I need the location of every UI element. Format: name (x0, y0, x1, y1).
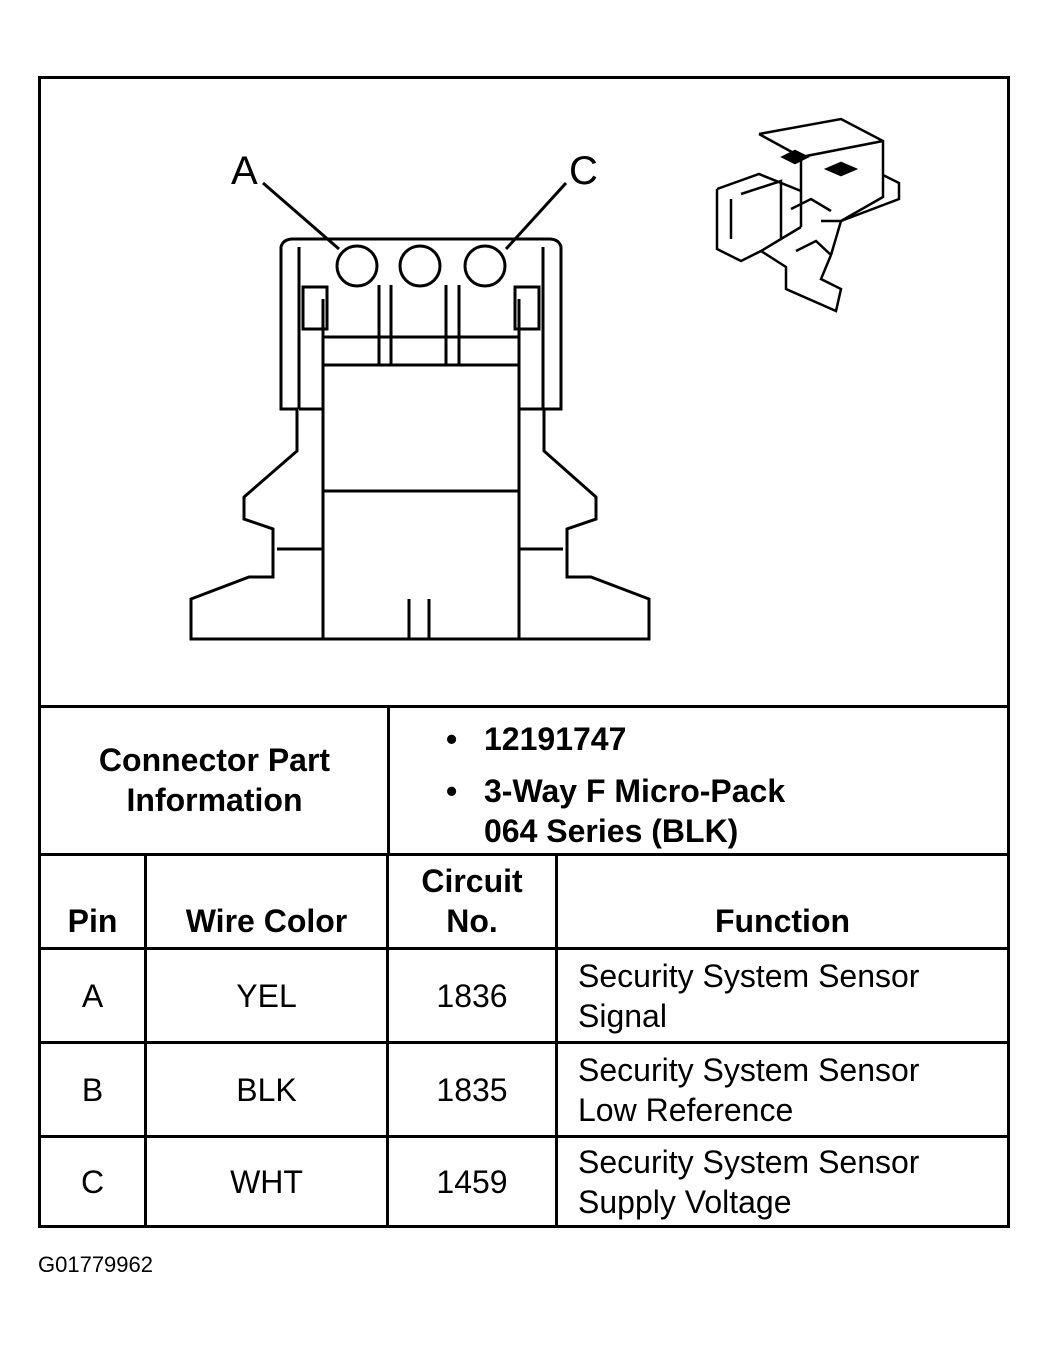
divider-header (41, 947, 1007, 950)
row-a-function-line2: Signal (578, 997, 667, 1034)
col-divider-wire (386, 855, 389, 1225)
row-a-function: Security System Sensor Signal (558, 950, 1007, 1041)
col-divider-pin (144, 855, 147, 1225)
bullet-icon: • (446, 721, 458, 757)
row-b-function: Security System Sensor Low Reference (558, 1044, 1007, 1135)
row-b-function-line1: Security System Sensor (578, 1051, 920, 1088)
row-a-pin: A (81, 977, 104, 1014)
row-b-pin: B (81, 1071, 104, 1108)
header-circuit-line2: No. (446, 903, 498, 939)
pin-a-cavity (335, 244, 379, 288)
pin-c-cavity (463, 244, 507, 288)
list-item: • 3-Way F Micro-Pack 064 Series (BLK) (446, 771, 1006, 851)
divider-row-b (41, 1135, 1007, 1138)
header-wire-color: Wire Color (185, 903, 348, 939)
list-item: • 12191747 (446, 719, 1006, 759)
connector-part-info-title: Connector Part Information (41, 707, 388, 853)
row-c-circuit: 1459 (436, 1163, 508, 1200)
header-function: Function (714, 903, 851, 939)
info-title-line1: Connector Part (98, 742, 331, 778)
pin-a-label: A (231, 149, 258, 193)
header-circuit-line1: Circuit (421, 863, 523, 899)
row-b-circuit: 1835 (436, 1071, 508, 1108)
info-title-line2: Information (126, 782, 303, 818)
figure-code: G01779962 (38, 1252, 153, 1277)
row-a-circuit: 1836 (436, 977, 508, 1014)
row-a-wire-color: YEL (236, 977, 297, 1014)
bullet-icon: • (446, 773, 458, 809)
connector-series: 064 Series (BLK) (484, 813, 739, 849)
connector-part-info-list: • 12191747 • 3-Way F Micro-Pack 064 Seri… (446, 719, 1006, 863)
divider-row-a (41, 1041, 1007, 1044)
connector-face-drawing (189, 117, 901, 641)
connector-diagram: A C (41, 79, 1007, 705)
row-c-function: Security System Sensor Supply Voltage (558, 1138, 1007, 1225)
housing-body (189, 307, 651, 641)
row-b-wire-color: BLK (236, 1071, 297, 1108)
row-a-function-line1: Security System Sensor (578, 957, 920, 994)
row-c-function-line1: Security System Sensor (578, 1143, 920, 1180)
connector-sheet-frame: A C Connector Part Information • 1219174… (38, 76, 1010, 1228)
connector-isometric-view (715, 117, 901, 313)
connector-type: 3-Way F Micro-Pack (484, 773, 786, 809)
part-number: 12191747 (484, 721, 627, 757)
housing-top (279, 237, 563, 307)
row-c-pin: C (80, 1163, 105, 1200)
header-pin: Pin (67, 903, 118, 939)
col-divider-circuit (555, 855, 558, 1225)
pin-c-label: C (569, 149, 598, 193)
row-b-function-line2: Low Reference (578, 1091, 794, 1128)
pin-b-cavity (398, 244, 442, 288)
header-circuit-no: Circuit No. (389, 855, 555, 947)
divider-diagram (41, 705, 1007, 708)
info-col-divider (387, 707, 390, 853)
divider-info (41, 853, 1007, 856)
row-c-wire-color: WHT (230, 1163, 303, 1200)
row-c-function-line2: Supply Voltage (578, 1183, 792, 1220)
